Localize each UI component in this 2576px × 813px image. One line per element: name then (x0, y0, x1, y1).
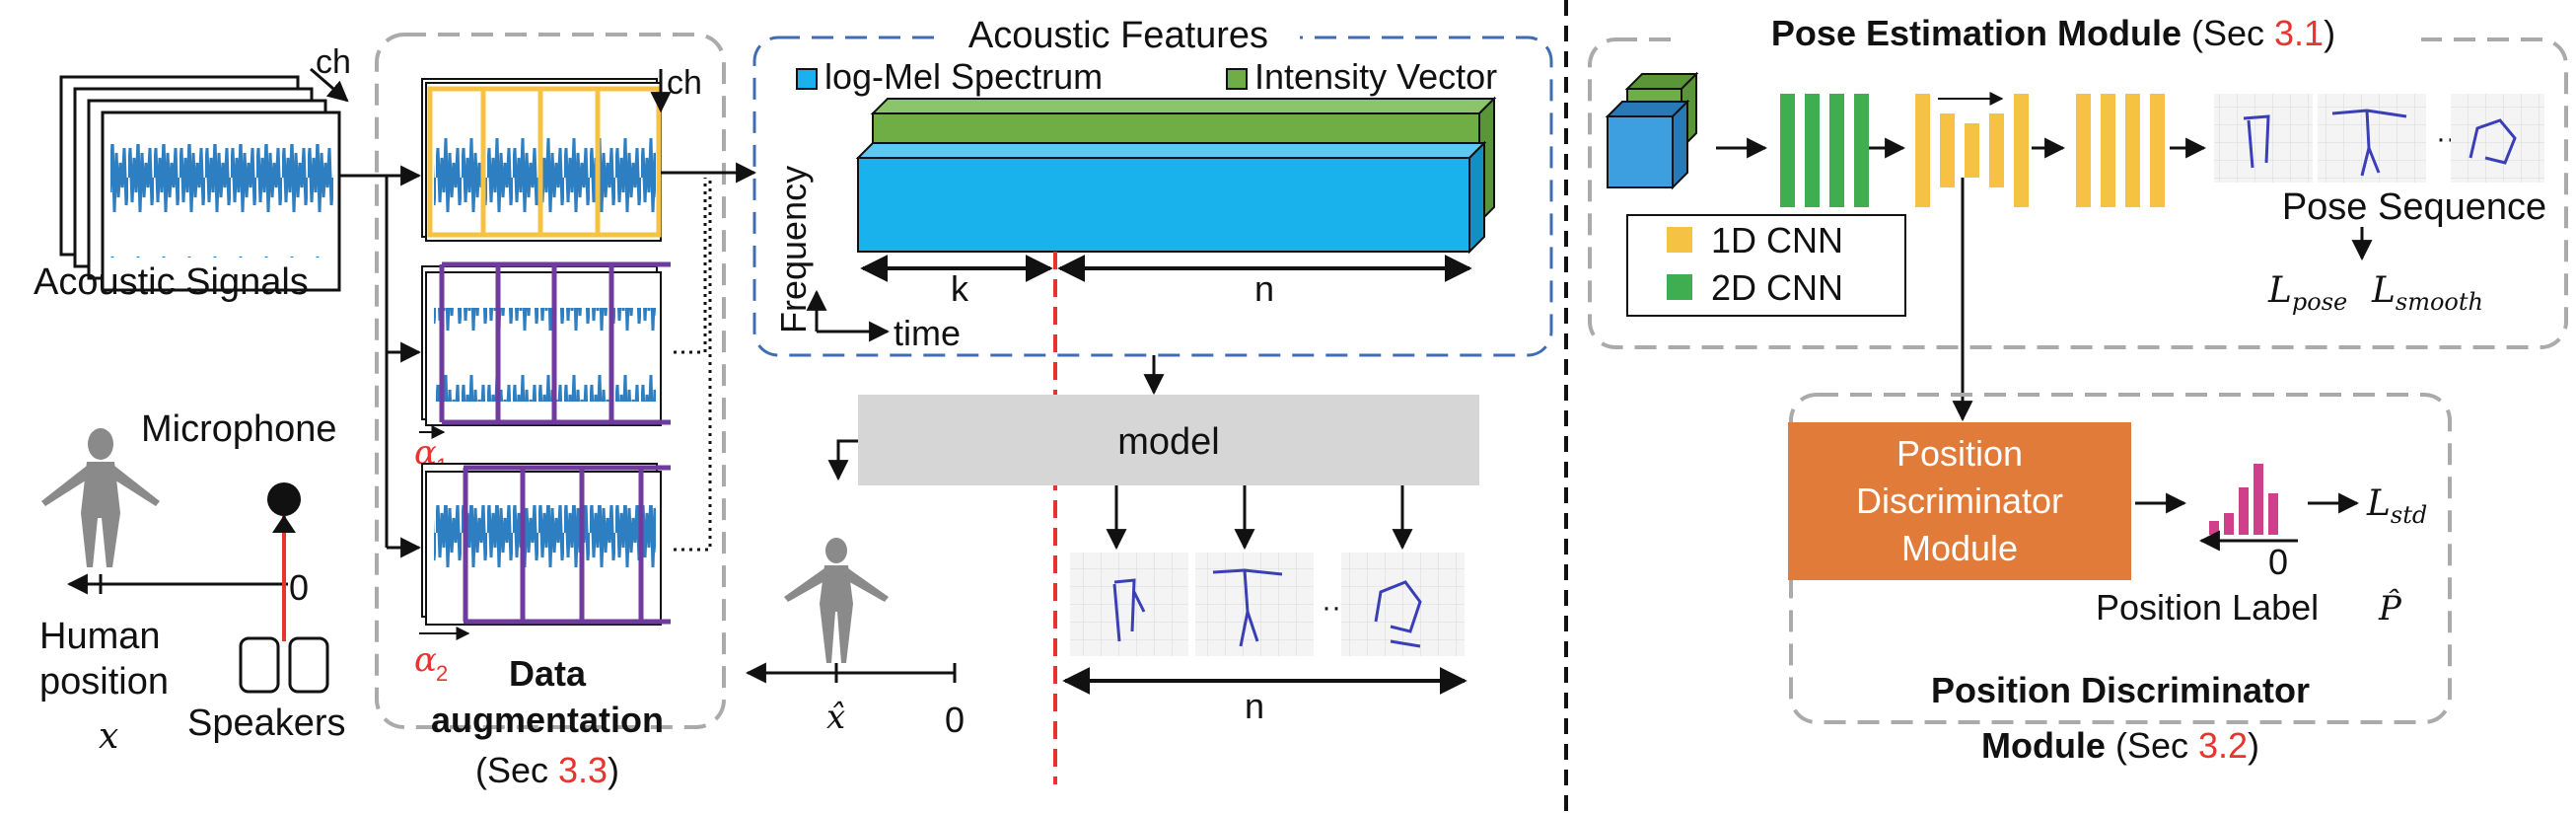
cnn1d-encoder-decoder (1915, 94, 2029, 207)
original-signal (421, 78, 662, 242)
predicted-n-label: n (1245, 686, 1264, 726)
microphone-icon (267, 482, 301, 516)
speaker-right-icon (288, 636, 329, 694)
aug-dotted-connector (674, 178, 712, 552)
waveform-icon (110, 144, 333, 258)
loss-smooth: Lsmooth (2371, 270, 2483, 316)
k-label: k (951, 268, 969, 309)
log-mel-block (855, 140, 1487, 255)
data-aug-title-line1: Data (509, 653, 587, 694)
position-label-zero: 0 (2268, 542, 2288, 582)
model-label: model (1117, 421, 1220, 463)
features-title-bg (935, 14, 1300, 57)
x-symbol: x (99, 716, 118, 757)
x-hat-label: x̂ (826, 698, 845, 737)
acoustic-signals-label: Acoustic Signals (34, 261, 309, 303)
pose-sequence-label: Pose Sequence (2282, 186, 2546, 228)
discriminator-box-line2: Discriminator (1856, 480, 2063, 521)
ch-arrow (310, 67, 349, 103)
model-box (858, 395, 1479, 485)
data-aug-title-line2: augmentation (431, 700, 664, 740)
cnn2d-layers (1780, 94, 1869, 207)
pose-estimation-frame (1588, 37, 2568, 349)
discriminator-box-line1: Position (1896, 433, 2023, 474)
position-histogram (2209, 464, 2278, 535)
predicted-pose-sequence: ··· (1070, 553, 1465, 656)
predicted-origin-zero: 0 (945, 700, 965, 740)
microphone-label: Microphone (141, 408, 337, 450)
model-to-position-arrow (827, 439, 858, 481)
legend-1d-label: 1D CNN (1711, 220, 1843, 260)
legend-mel-swatch (796, 68, 818, 90)
discriminator-title-line2: Module (Sec 3.2) (1981, 725, 2259, 766)
acoustic-signals-stack (59, 75, 341, 292)
loss-pose: Lpose (2267, 270, 2347, 316)
position-label-text: Position Label (2096, 587, 2319, 628)
p-hat-symbol: P̂ (2378, 588, 2402, 628)
human-position-label-line1: Human (39, 616, 161, 657)
discriminator-box (1788, 422, 2131, 580)
speaker-left-icon (239, 636, 280, 694)
legend-intensity-label: Intensity Vector (1254, 56, 1497, 97)
pose-module-title: Pose Estimation Module (Sec 3.1) (1771, 13, 2335, 53)
speakers-label: Speakers (187, 702, 346, 744)
shifted-signal-1 (421, 261, 671, 426)
pose-title-bg (1682, 10, 2421, 59)
cnn1d-head (2076, 94, 2165, 207)
microphone-stand-icon (272, 515, 296, 533)
frequency-axis-label: Frequency (773, 166, 814, 333)
discriminator-box-line3: Module (1901, 528, 2018, 568)
n-label: n (1254, 268, 1274, 309)
legend-2d-label: 2D CNN (1711, 267, 1843, 308)
loss-std: Lstd (2366, 483, 2427, 529)
legend-intensity-swatch (1226, 68, 1248, 90)
human-position-label-line2: position (39, 661, 169, 702)
data-aug-sec: (Sec 3.3) (475, 750, 619, 790)
legend-1d-swatch (1667, 227, 1692, 253)
pose-sequence-thumbnails: ··· (2214, 94, 2544, 183)
time-axis-label: time (894, 313, 961, 353)
origin-zero-label: 0 (289, 567, 309, 608)
ch-label: ch (316, 43, 351, 81)
input-feature-cubes (1605, 71, 1699, 190)
legend-2d-swatch (1667, 274, 1692, 300)
legend-mel-label: log-Mel Spectrum (824, 56, 1103, 97)
discriminator-title-line1: Position Discriminator (1931, 670, 2310, 710)
shifted-signal-2 (421, 463, 671, 626)
features-title: Acoustic Features (968, 15, 1268, 56)
aug-ch-label: ch (667, 64, 702, 102)
alpha2-label: α (414, 640, 437, 680)
data-augmentation-frame (375, 33, 726, 729)
alpha2-subscript: 2 (436, 661, 448, 686)
human-figure-icon (41, 428, 160, 567)
predicted-human-icon (784, 538, 889, 663)
